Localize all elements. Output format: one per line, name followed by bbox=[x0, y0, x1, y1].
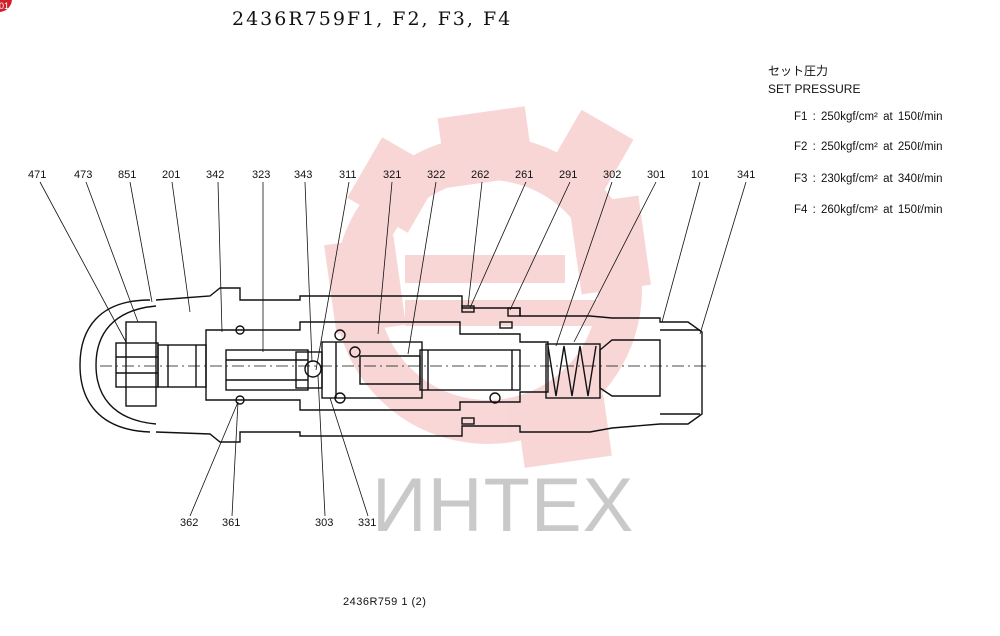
part-label-201: 201 bbox=[162, 169, 180, 181]
part-label-261: 261 bbox=[515, 169, 533, 181]
pressure-row-f2: F2 : 250kgf/cm² at 250ℓ/min bbox=[794, 141, 943, 153]
drawing-title: 2436R759F1, F2, F3, F4 bbox=[232, 8, 513, 30]
watermark-text: ИНТЕХ bbox=[372, 463, 635, 548]
part-label-262: 262 bbox=[471, 169, 489, 181]
part-label-301: 301 bbox=[647, 169, 665, 181]
part-label-321: 321 bbox=[383, 169, 401, 181]
leader-lines bbox=[39, 181, 747, 517]
part-label-341: 341 bbox=[737, 169, 755, 181]
set-pressure-heading-jp: セット圧力 bbox=[768, 64, 829, 78]
pressure-row-f3: F3 : 230kgf/cm² at 340ℓ/min bbox=[794, 173, 943, 185]
drawing-footer: 2436R759 1 (2) bbox=[343, 596, 427, 608]
part-label-331: 331 bbox=[358, 517, 376, 529]
bottom-part-numbers: 362 361 303 331 bbox=[180, 517, 376, 529]
part-label-361: 361 bbox=[222, 517, 240, 529]
part-label-101: 101 bbox=[691, 169, 709, 181]
part-label-342: 342 bbox=[206, 169, 224, 181]
pressure-row-f1: F1 : 250kgf/cm² at 150ℓ/min bbox=[794, 111, 943, 123]
part-label-311: 311 bbox=[339, 169, 357, 181]
valve-body bbox=[79, 287, 710, 443]
part-label-302: 302 bbox=[603, 169, 621, 181]
part-label-851: 851 bbox=[118, 169, 136, 181]
set-pressure-heading-en: SET PRESSURE bbox=[768, 82, 861, 96]
part-label-362: 362 bbox=[180, 517, 198, 529]
pressure-row-f4: F4 : 260kgf/cm² at 150ℓ/min bbox=[794, 204, 943, 216]
part-label-343: 343 bbox=[294, 169, 312, 181]
part-label-323: 323 bbox=[252, 169, 270, 181]
top-part-numbers: 471 473 851 201 342 323 343 311 321 322 … bbox=[28, 169, 755, 181]
part-label-291: 291 bbox=[559, 169, 577, 181]
part-label-322: 322 bbox=[427, 169, 445, 181]
part-label-473: 473 bbox=[74, 169, 92, 181]
watermark-gear bbox=[324, 106, 651, 468]
part-label-471: 471 bbox=[28, 169, 46, 181]
part-label-303: 303 bbox=[315, 517, 333, 529]
